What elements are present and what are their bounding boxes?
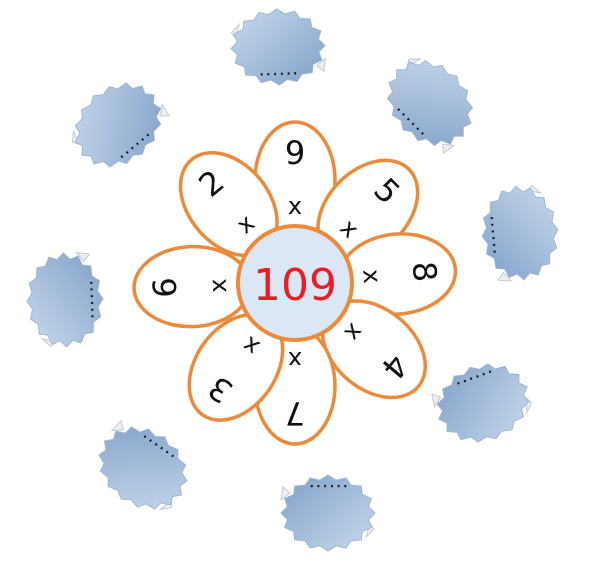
answer-blank: ......	[76, 279, 98, 320]
answer-seal[interactable]: ......	[281, 475, 375, 551]
petal-number: 7	[285, 394, 305, 432]
petal-number: 8	[405, 260, 445, 284]
answer-seal[interactable]: ......	[83, 410, 204, 526]
seal-shape	[83, 410, 204, 526]
seal-shape	[426, 351, 540, 455]
center-circle: 109	[238, 226, 352, 340]
answer-blank: ......	[308, 480, 348, 501]
center-number: 109	[253, 260, 337, 311]
multiply-sign: x	[288, 346, 302, 374]
seal-shape	[370, 43, 490, 163]
answer-seal[interactable]: ......	[25, 252, 104, 349]
answer-blank: ......	[485, 214, 509, 256]
multiply-sign: x	[288, 192, 302, 220]
seal-shape	[58, 66, 179, 185]
answer-seal[interactable]: ......	[426, 351, 540, 455]
multiply-sign: x	[357, 268, 386, 285]
petal-number: 6	[146, 277, 185, 299]
answer-seal[interactable]: ......	[58, 66, 179, 185]
answer-seal[interactable]: ......	[370, 43, 490, 163]
answer-seal[interactable]: ......	[230, 7, 327, 86]
petal-number: 9	[285, 134, 305, 172]
multiply-sign: x	[204, 278, 232, 293]
answer-seal[interactable]: ......	[478, 183, 562, 283]
answer-blank: ......	[258, 58, 299, 80]
